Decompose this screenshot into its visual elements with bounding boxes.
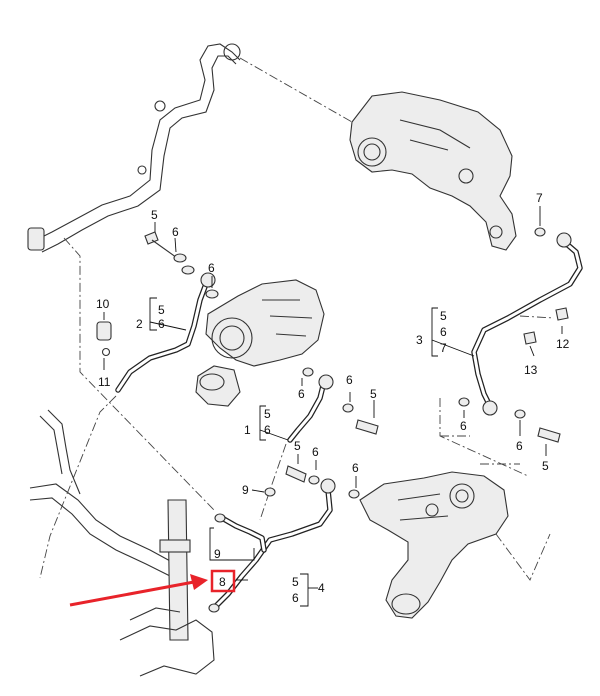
pointer-arrow xyxy=(69,574,208,607)
turbocharger xyxy=(195,279,325,407)
coolant-pipe-top xyxy=(27,43,241,253)
group-1-part-6: 6 xyxy=(264,423,271,437)
pipe-assembly-3 xyxy=(439,227,583,477)
group-1-part-5: 5 xyxy=(264,407,271,421)
leader-lines xyxy=(103,206,563,607)
outlet-housing-bottom-right xyxy=(359,471,509,619)
group-3-part-6: 6 xyxy=(440,325,447,339)
group-3-part-5: 5 xyxy=(440,309,447,323)
callout-11: 11 xyxy=(98,375,111,389)
highlighted-part-8[interactable]: 8 xyxy=(210,569,236,593)
group-3-part-7: 7 xyxy=(440,341,447,355)
arrow-head xyxy=(190,574,208,590)
pipe-assembly-4 xyxy=(208,465,360,613)
callout-6: 6 xyxy=(312,445,319,459)
group-4-number: 4 xyxy=(318,581,325,595)
callout-6: 6 xyxy=(298,387,305,401)
group-3-number: 3 xyxy=(416,333,423,347)
callout-13: 13 xyxy=(524,363,538,377)
highlight-box xyxy=(210,569,236,593)
engine-housing-top-right xyxy=(349,91,517,251)
callout-6: 6 xyxy=(208,261,215,275)
callout-6: 6 xyxy=(346,373,353,387)
dash-line-bottom-right xyxy=(480,463,551,581)
group-1-number: 1 xyxy=(244,423,251,437)
callout-6: 6 xyxy=(172,225,179,239)
callout-5: 5 xyxy=(294,439,301,453)
dash-line-left xyxy=(63,237,215,511)
group-2-part-6: 6 xyxy=(158,317,165,331)
pipe-assembly-2 xyxy=(96,272,216,393)
callout-9: 9 xyxy=(214,547,221,561)
callout-6: 6 xyxy=(516,439,523,453)
dash-line-top xyxy=(239,57,353,123)
callout-6: 6 xyxy=(460,419,467,433)
group-2-part-5: 5 xyxy=(158,303,165,317)
callout-9: 9 xyxy=(242,483,249,497)
callout-6: 6 xyxy=(352,461,359,475)
callout-5: 5 xyxy=(370,387,377,401)
callout-7: 7 xyxy=(536,191,543,205)
callout-labels: 5 6 6 10 11 2 5 6 7 3 5 6 7 12 13 6 6 5 … xyxy=(96,191,570,605)
callout-5: 5 xyxy=(151,208,158,222)
pipe-assembly-1 xyxy=(259,367,379,521)
callout-12: 12 xyxy=(556,337,570,351)
group-4-part-5: 5 xyxy=(292,575,299,589)
group-2-number: 2 xyxy=(136,317,143,331)
group-4-part-6: 6 xyxy=(292,591,299,605)
callout-8: 8 xyxy=(219,575,226,589)
callout-10: 10 xyxy=(96,297,110,311)
arrow-shaft xyxy=(69,580,195,607)
bolt-washer-set-top-left xyxy=(144,231,219,299)
dash-line-left-lower xyxy=(39,395,117,579)
coolant-hoses-left xyxy=(29,409,215,677)
callout-5: 5 xyxy=(542,459,549,473)
